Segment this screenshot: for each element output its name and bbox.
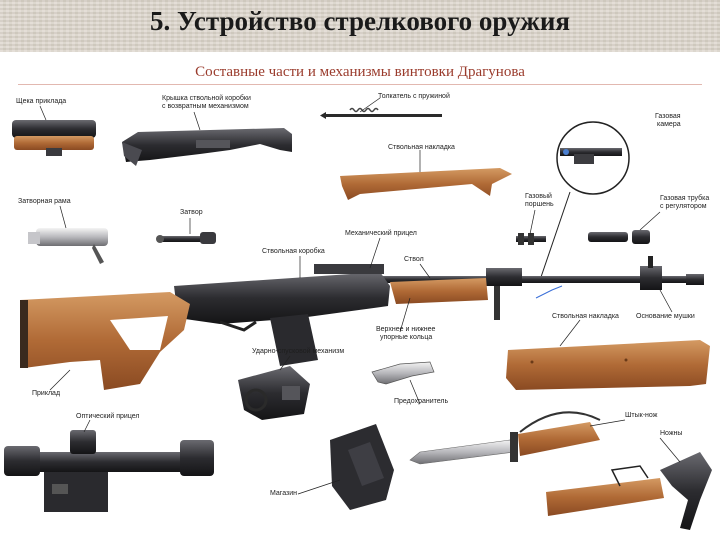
bolt-carrier xyxy=(28,228,108,264)
label-magazine: Магазин xyxy=(270,490,298,497)
safety-lever xyxy=(371,361,435,385)
magazine xyxy=(330,424,394,510)
label-barrel: Ствол xyxy=(404,256,424,263)
label-gas-chamber-2: камера xyxy=(657,121,681,128)
label-gas-piston-2: поршень xyxy=(525,201,554,208)
label-receiver: Ствольная коробка xyxy=(262,248,325,255)
leader-lines xyxy=(39,97,681,495)
gas-piston xyxy=(516,233,546,245)
label-handguard-bottom: Ствольная накладка xyxy=(552,313,619,320)
gas-chamber-zoom xyxy=(539,121,630,281)
optical-sight xyxy=(4,430,214,512)
label-gas-tube-1: Газовая трубка xyxy=(660,195,710,202)
receiver-cover xyxy=(122,128,292,166)
scabbard xyxy=(546,452,712,530)
label-gas-tube-2: с регулятором xyxy=(660,203,707,210)
label-optical-sight: Оптический прицел xyxy=(76,413,140,420)
cleaning-rod xyxy=(320,107,442,119)
trigger-mechanism xyxy=(238,366,310,420)
subtitle-bar xyxy=(0,52,720,88)
label-bolt-carrier: Затворная рама xyxy=(18,198,71,205)
label-gas-piston-1: Газовый xyxy=(525,193,552,200)
label-scabbard: Ножны xyxy=(660,430,683,437)
label-butt-cheek-piece: Щека приклада xyxy=(16,98,67,105)
page-title: 5. Устройство стрелкового оружия xyxy=(150,6,570,36)
upper-handguard xyxy=(340,168,512,200)
title-bar xyxy=(0,0,720,52)
label-bayonet: Штык-нож xyxy=(625,412,658,419)
butt-cheek-piece xyxy=(12,120,96,156)
label-trigger-mechanism: Ударно-спусковой механизм xyxy=(252,348,345,355)
label-stock: Приклад xyxy=(32,390,61,397)
label-safety: Предохранитель xyxy=(394,398,449,405)
label-cleaning-rod: Толкатель с пружиной xyxy=(378,93,450,100)
subtitle-divider xyxy=(18,84,702,85)
label-receiver-cover-1: Крышка ствольной коробки xyxy=(162,95,251,102)
label-front-sight-base: Основание мушки xyxy=(636,313,695,320)
label-bolt: Затвор xyxy=(180,209,203,216)
gas-tube xyxy=(588,230,650,244)
label-rear-sight: Механический прицел xyxy=(345,230,417,237)
lower-handguard xyxy=(506,340,710,390)
label-receiver-cover-2: с возвратным механизмом xyxy=(162,103,249,110)
rifle-assembled xyxy=(20,256,704,390)
label-handguard-top: Ствольная накладка xyxy=(388,144,455,151)
page-subtitle: Составные части и механизмы винтовки Дра… xyxy=(195,64,525,80)
bayonet xyxy=(409,411,601,465)
label-rings-1: Верхнее и нижнее xyxy=(376,326,436,333)
bolt xyxy=(156,232,216,244)
label-rings-2: упорные кольца xyxy=(380,334,433,341)
label-gas-chamber-1: Газовая xyxy=(655,113,681,120)
